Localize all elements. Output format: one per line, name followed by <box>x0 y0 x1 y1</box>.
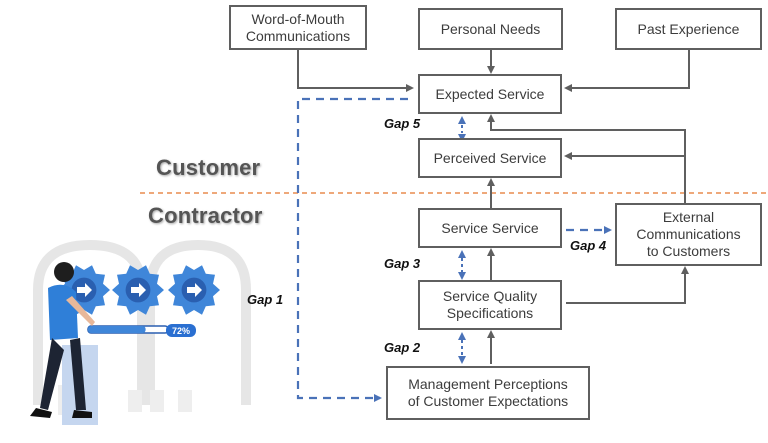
gap1-arrow <box>296 97 408 402</box>
gap-connectors <box>296 97 612 402</box>
box-label: Past Experience <box>638 21 740 38</box>
arrow-external-to-expected <box>487 114 686 203</box>
solid-connectors <box>297 50 690 364</box>
box-label: Personal Needs <box>441 21 541 38</box>
arrow-right-icon <box>187 283 202 297</box>
floor-block <box>128 390 142 412</box>
box-label-line: Service Quality <box>442 288 538 304</box>
gap3-label: Gap 3 <box>384 256 421 271</box>
box-label-line: Past Experience <box>637 20 740 37</box>
arrow-past-to-expected <box>564 50 690 92</box>
box-label: Service Service <box>441 220 538 237</box>
contractor-section-label: Contractor <box>148 203 263 228</box>
box-label-line: Perceived Service <box>433 149 547 166</box>
gap4-label: Gap 4 <box>570 238 607 253</box>
box-label-line: Word-of-Mouth <box>251 10 345 27</box>
arrow-right-icon <box>77 283 92 297</box>
box-label-line: External <box>662 209 715 225</box>
arch-window-right <box>145 239 251 405</box>
progress-badge <box>166 324 196 337</box>
perceived-service-box: Perceived Service <box>418 138 562 178</box>
box-label-line: Expected Service <box>435 85 545 102</box>
past-experience-box: Past Experience <box>615 8 762 50</box>
box-label-line: Management Perceptions <box>408 376 568 392</box>
personal-needs-box: Personal Needs <box>418 8 563 50</box>
box-label-line: Personal Needs <box>440 20 541 37</box>
person-figure <box>30 262 98 425</box>
service-service-box: Service Service <box>418 208 562 248</box>
floor-block <box>150 390 164 412</box>
gear-icon <box>112 265 164 315</box>
box-label-line: Communications <box>636 226 741 242</box>
box-label-line: Service Service <box>441 219 539 236</box>
arrow-wom-to-expected <box>297 50 414 92</box>
gap2-label: Gap 2 <box>384 340 421 355</box>
box-label: Expected Service <box>436 86 545 103</box>
box-label-line: Communications <box>245 27 351 44</box>
box-label-line: of Customer Expectations <box>407 393 569 409</box>
progress-fill <box>88 326 146 333</box>
customer-section-label: Customer <box>156 155 261 180</box>
box-label: Perceived Service <box>434 150 547 167</box>
arrow-right-icon <box>131 283 146 297</box>
gap5-label: Gap 5 <box>384 116 421 131</box>
expected-service-box: Expected Service <box>418 74 562 114</box>
arrow-specs-to-external <box>566 266 689 304</box>
progress-label: 72% <box>172 326 190 336</box>
gap1-label: Gap 1 <box>247 292 284 307</box>
box-label-line: to Customers <box>646 243 731 259</box>
floor-block <box>178 390 192 412</box>
gear-icon <box>168 265 220 315</box>
box-label-line: Specifications <box>446 305 534 321</box>
